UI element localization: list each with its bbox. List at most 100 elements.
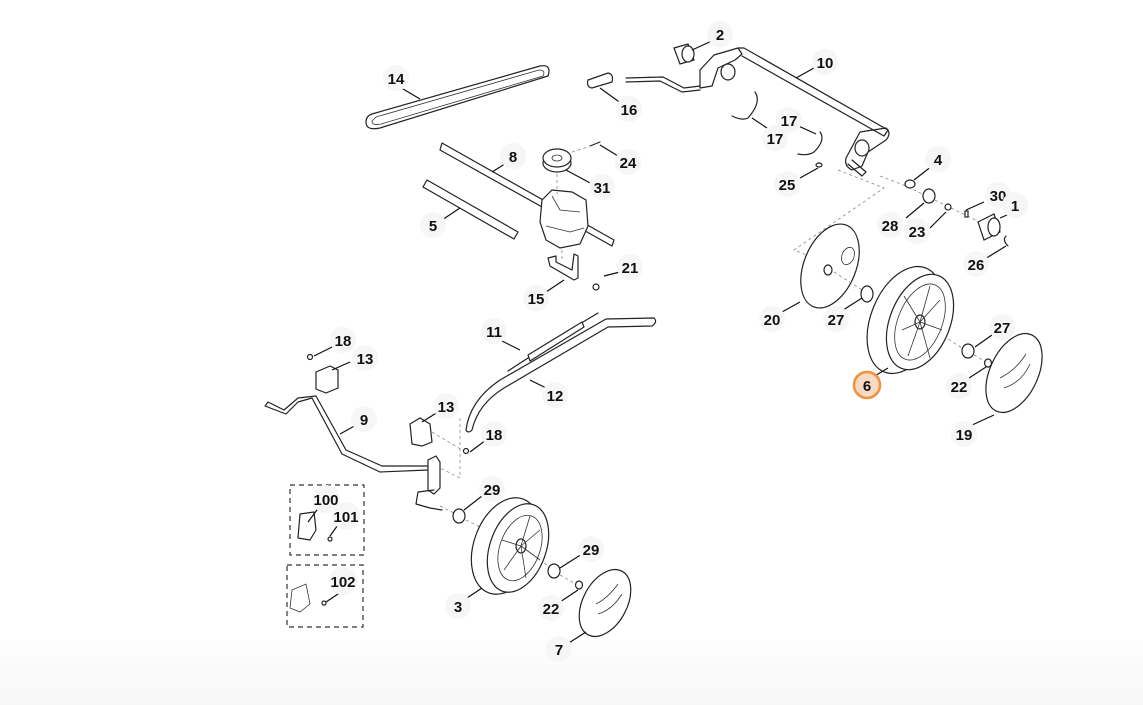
- callout-c25[interactable]: 25: [774, 171, 800, 197]
- callout-c24[interactable]: 24: [615, 149, 641, 175]
- part-pin-25[interactable]: [815, 162, 823, 168]
- callout-c8[interactable]: 8: [500, 143, 526, 169]
- callout-number: 27: [994, 320, 1011, 337]
- part-axle[interactable]: [422, 179, 519, 240]
- callout-c12[interactable]: 12: [542, 382, 568, 408]
- callout-c18b[interactable]: 18: [481, 421, 507, 447]
- part-rod[interactable]: [465, 317, 657, 433]
- part-bearings-27[interactable]: [860, 285, 975, 359]
- callout-c6[interactable]: 6: [852, 370, 882, 400]
- callout-c14[interactable]: 14: [383, 65, 409, 91]
- callout-c17b[interactable]: 17: [776, 107, 802, 133]
- callout-number: 3: [454, 599, 462, 616]
- part-bearing-blocks-13[interactable]: [315, 365, 433, 447]
- part-small-hardware-right[interactable]: [904, 179, 1009, 247]
- callout-c101[interactable]: 101: [332, 502, 360, 530]
- part-bearings-29[interactable]: [452, 508, 561, 579]
- part-pinion[interactable]: [673, 43, 695, 65]
- part-height-adjust-lever[interactable]: [699, 47, 890, 177]
- callout-c27b[interactable]: 27: [989, 314, 1015, 340]
- callout-number: 19: [956, 427, 973, 444]
- leader-c20: [781, 301, 801, 313]
- callout-c5[interactable]: 5: [420, 212, 446, 238]
- callout-c9[interactable]: 9: [351, 406, 377, 432]
- part-gearbox[interactable]: [539, 189, 589, 249]
- callout-c10[interactable]: 10: [812, 49, 838, 75]
- callout-c102[interactable]: 102: [329, 567, 357, 595]
- callout-c20[interactable]: 20: [759, 306, 785, 332]
- callout-c19[interactable]: 19: [951, 421, 977, 447]
- callout-number: 22: [543, 601, 560, 618]
- callout-c16[interactable]: 16: [616, 96, 642, 122]
- part-pulley[interactable]: [542, 148, 572, 173]
- part-nut-22a[interactable]: [983, 358, 993, 368]
- leader-c31: [565, 169, 593, 185]
- callout-badge: [383, 65, 409, 91]
- callout-c21[interactable]: 21: [617, 254, 643, 280]
- callout-number: 31: [594, 180, 611, 197]
- callout-badge: [946, 373, 972, 399]
- callout-c3[interactable]: 3: [445, 593, 471, 619]
- callout-badge: [332, 502, 360, 530]
- callout-number: 9: [360, 412, 368, 429]
- callout-number: 29: [583, 542, 600, 559]
- callout-number: 24: [620, 155, 637, 172]
- callout-c18a[interactable]: 18: [330, 327, 356, 353]
- part-hub-cap-19[interactable]: [974, 325, 1053, 421]
- callout-c17a[interactable]: 17: [762, 125, 788, 151]
- callout-c2[interactable]: 2: [707, 21, 733, 47]
- part-pin-24[interactable]: [589, 141, 601, 147]
- callout-badge: [925, 146, 951, 172]
- leader-c29a: [463, 495, 483, 511]
- part-tension-spring[interactable]: [507, 312, 599, 372]
- callout-badge: [445, 593, 471, 619]
- callout-c23[interactable]: 23: [904, 218, 930, 244]
- part-v-belt[interactable]: [365, 65, 550, 130]
- part-front-wheel[interactable]: [459, 488, 560, 604]
- callout-number: 5: [429, 218, 437, 235]
- callout-c4[interactable]: 4: [925, 146, 951, 172]
- callout-c29a[interactable]: 29: [479, 476, 505, 502]
- callout-number: 14: [388, 71, 405, 88]
- callout-badge: [812, 49, 838, 75]
- callout-badge: [823, 306, 849, 332]
- callout-number: 20: [764, 312, 781, 329]
- callout-c29b[interactable]: 29: [578, 536, 604, 562]
- callout-badge: [774, 171, 800, 197]
- part-hub-cap-7[interactable]: [569, 561, 642, 645]
- part-nut-22b[interactable]: [574, 580, 584, 590]
- callout-c26[interactable]: 26: [963, 251, 989, 277]
- part-bracket[interactable]: [547, 253, 579, 281]
- callout-number: 101: [333, 509, 358, 526]
- callout-c31[interactable]: 31: [589, 174, 615, 200]
- leader-c12: [529, 379, 547, 389]
- part-dust-cover[interactable]: [789, 215, 870, 316]
- callout-number: 29: [484, 482, 501, 499]
- leader-c23: [929, 211, 947, 229]
- callout-c22b[interactable]: 22: [538, 595, 564, 621]
- callout-c28[interactable]: 28: [877, 212, 903, 238]
- callout-c1[interactable]: 1: [1002, 192, 1028, 218]
- callout-c22a[interactable]: 22: [946, 373, 972, 399]
- part-lever-grip[interactable]: [586, 72, 701, 93]
- callout-badge: [904, 218, 930, 244]
- part-screws-18[interactable]: [306, 353, 470, 455]
- callout-c15[interactable]: 15: [523, 285, 549, 311]
- part-front-axle[interactable]: [264, 395, 443, 511]
- part-spring-clips[interactable]: [731, 91, 823, 156]
- part-screw-21[interactable]: [592, 283, 600, 291]
- leader-c10: [795, 67, 815, 79]
- callout-c27a[interactable]: 27: [823, 306, 849, 332]
- part-drive-pinion[interactable]: [977, 213, 1001, 241]
- callout-c13a[interactable]: 13: [352, 345, 378, 371]
- callout-c13b[interactable]: 13: [433, 393, 459, 419]
- callout-badge: [481, 421, 507, 447]
- callout-c7[interactable]: 7: [546, 636, 572, 662]
- part-drive-shaft[interactable]: [439, 142, 615, 247]
- callout-badge: [852, 370, 882, 400]
- callout-c100[interactable]: 100: [312, 485, 340, 513]
- callout-badge: [1002, 192, 1028, 218]
- part-rear-wheel[interactable]: [852, 255, 966, 384]
- callout-c11[interactable]: 11: [481, 318, 507, 344]
